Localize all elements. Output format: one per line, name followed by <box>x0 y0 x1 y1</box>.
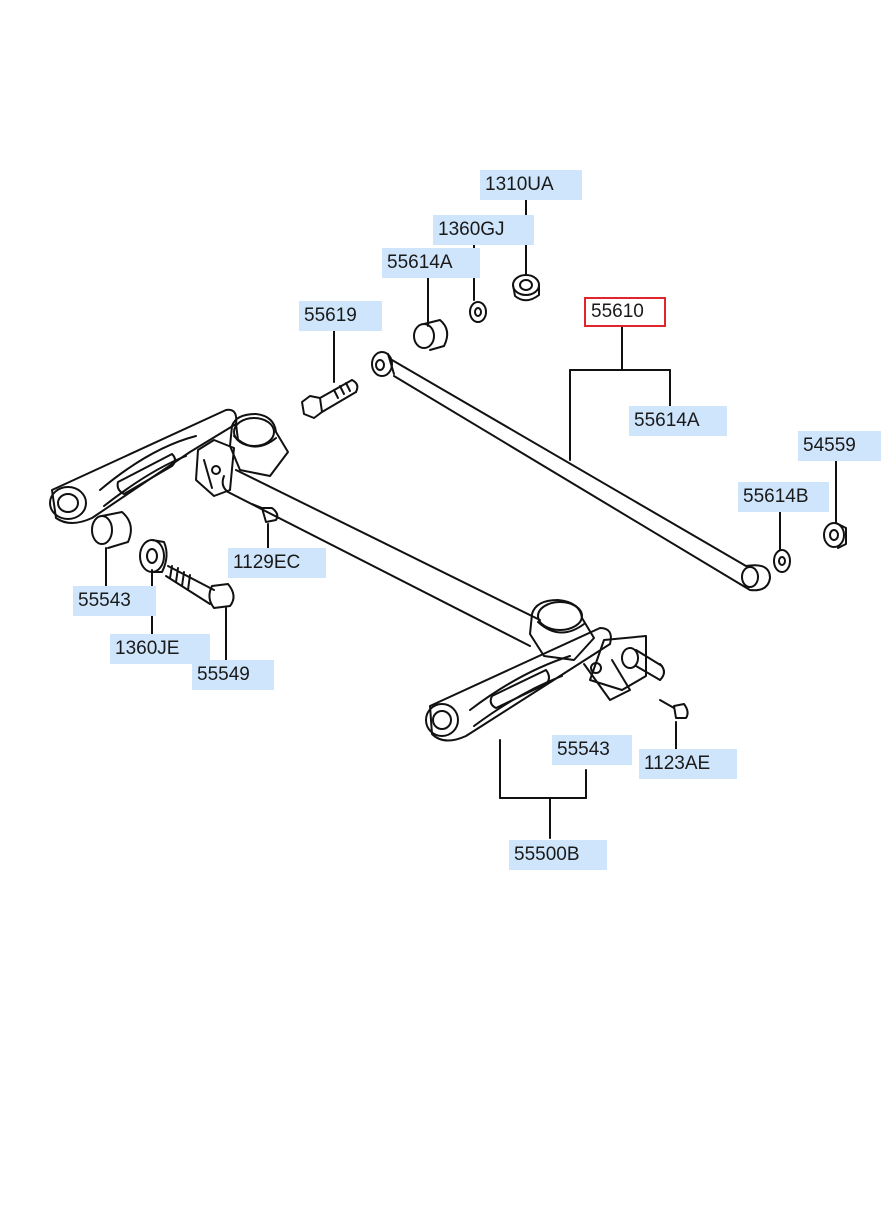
label-55619[interactable]: 55619 <box>299 301 382 331</box>
label-55610-highlighted[interactable]: 55610 <box>584 297 666 327</box>
right-hub-bracket <box>583 635 665 701</box>
nut-54559 <box>823 522 847 549</box>
bushing-55614A <box>413 319 449 351</box>
bolt-1129EC <box>251 503 279 523</box>
label-55549[interactable]: 55549 <box>192 660 274 690</box>
bolt-55549 <box>165 565 235 609</box>
bolt-1123AE <box>659 699 689 719</box>
label-1310UA[interactable]: 1310UA <box>480 170 582 200</box>
label-1129EC[interactable]: 1129EC <box>228 548 326 578</box>
bolt-55619 <box>301 379 359 419</box>
label-1360JE[interactable]: 1360JE <box>110 634 210 664</box>
right-spring-seat <box>529 599 595 661</box>
left-spring-seat <box>229 413 289 477</box>
label-1360GJ[interactable]: 1360GJ <box>433 215 534 245</box>
label-55614B[interactable]: 55614B <box>738 482 829 512</box>
label-55543-right[interactable]: 55543 <box>552 735 632 765</box>
washer-55614B <box>773 549 791 573</box>
washer-1360JE <box>139 539 168 573</box>
left-bracket <box>195 439 235 497</box>
bushing-55543-left <box>91 511 132 549</box>
label-55614A-mid[interactable]: 55614A <box>629 406 727 436</box>
nut-1310UA <box>512 274 540 302</box>
leader-lines <box>105 197 837 839</box>
right-trailing-arm <box>425 627 612 742</box>
washer-1360GJ <box>469 301 487 323</box>
left-trailing-arm <box>49 408 239 524</box>
label-55500B[interactable]: 55500B <box>509 840 607 870</box>
label-55543-left[interactable]: 55543 <box>73 586 156 616</box>
lateral-rod-55610 <box>371 351 771 592</box>
label-55614A-top[interactable]: 55614A <box>382 248 480 278</box>
label-1123AE[interactable]: 1123AE <box>639 749 737 779</box>
label-54559[interactable]: 54559 <box>798 431 881 461</box>
